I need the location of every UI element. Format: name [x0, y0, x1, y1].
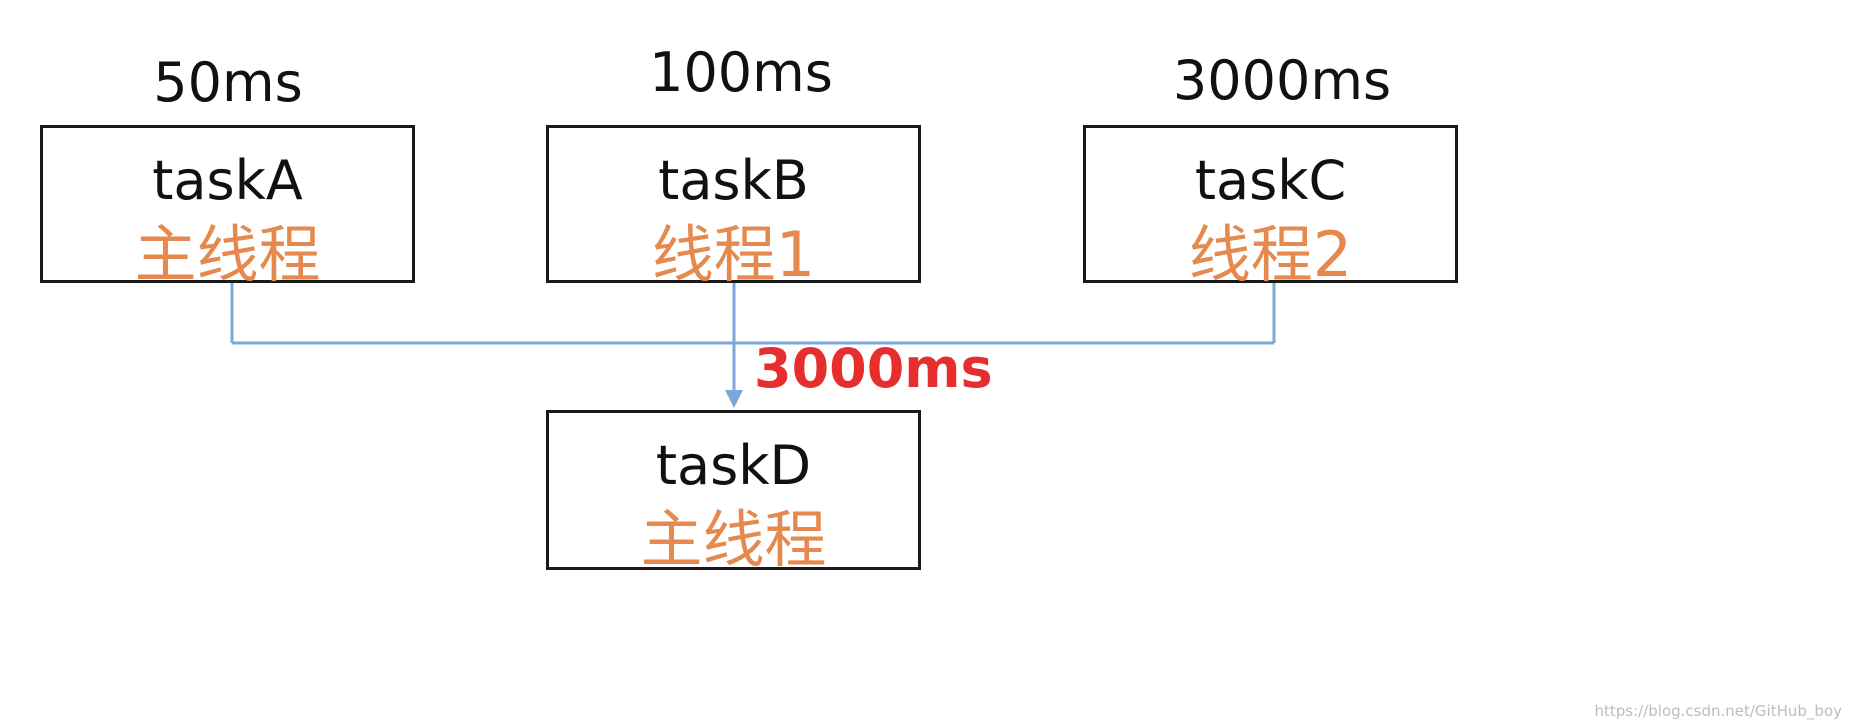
task-d-name: taskD [655, 434, 812, 497]
task-a-name: taskA [152, 149, 303, 212]
arrow-head-icon [725, 390, 743, 408]
task-b-thread: 线程1 [651, 218, 816, 291]
task-a-box: taskA 主线程 [40, 125, 415, 291]
task-c-name: taskC [1194, 149, 1347, 212]
wait-time-label: 3000ms [754, 337, 993, 400]
task-a-thread: 主线程 [134, 218, 321, 291]
task-c-box: taskC 线程2 [1083, 125, 1458, 291]
task-d-box: taskD 主线程 [546, 410, 921, 576]
watermark: https://blog.csdn.net/GitHub_boy [1594, 702, 1842, 720]
task-b-box: taskB 线程1 [546, 125, 921, 291]
task-a-duration-label: 50ms [153, 51, 303, 114]
task-b-duration-label: 100ms [649, 41, 833, 104]
task-c-duration-label: 3000ms [1172, 49, 1392, 112]
task-c-thread: 线程2 [1188, 218, 1353, 291]
task-d-thread: 主线程 [640, 503, 827, 576]
task-b-name: taskB [658, 149, 809, 212]
